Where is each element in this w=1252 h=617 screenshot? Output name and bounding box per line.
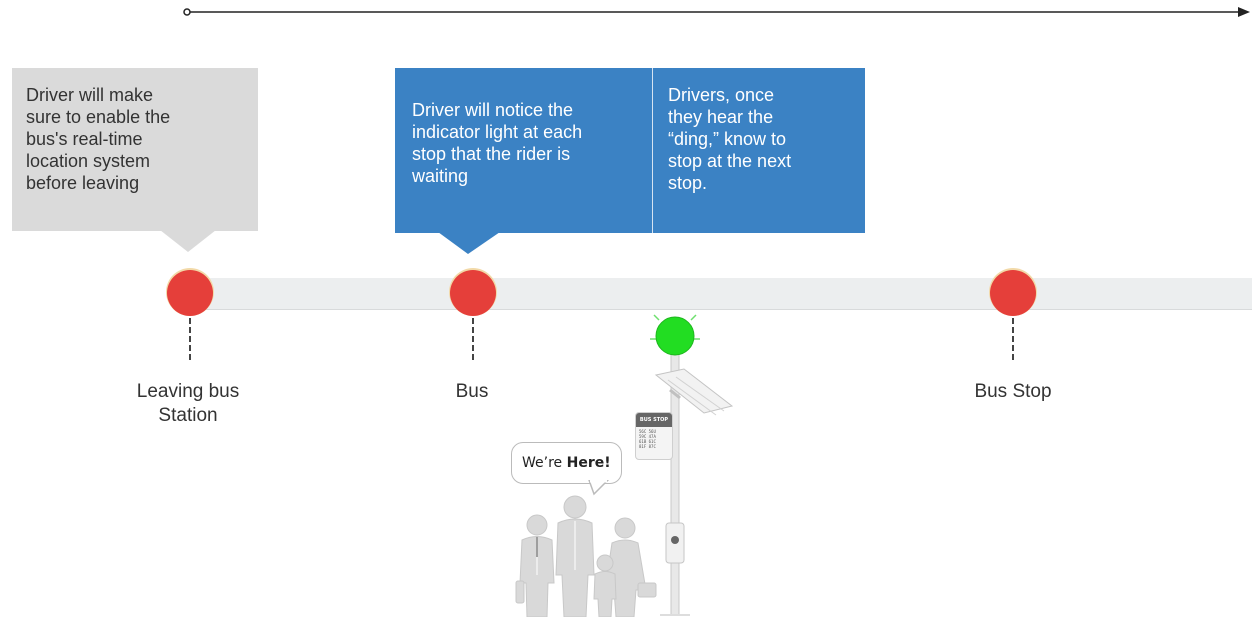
- speech-bubble-tail: [588, 480, 612, 496]
- stop-dot-bus: [450, 270, 496, 316]
- stop-dot-bus-stop: [990, 270, 1036, 316]
- tick-bus-stop: [1012, 318, 1014, 360]
- callout-driver-ding-text: Drivers, once they hear the “ding,” know…: [668, 84, 858, 194]
- callout-driver-notice-text: Driver will notice the indicator light a…: [412, 99, 647, 187]
- timeline-arrow: [0, 0, 1252, 30]
- stop-label-leaving-station: Leaving bus Station: [108, 380, 268, 428]
- speech-prefix: We’re: [522, 455, 567, 471]
- callout-driver-station-pointer: [160, 230, 220, 254]
- bus-stop-sign-title: BUS STOP: [636, 413, 672, 427]
- indicator-light-icon: [656, 317, 694, 355]
- rider-family-icon: [510, 495, 670, 617]
- tick-bus: [472, 318, 474, 360]
- stop-label-bus: Bus: [392, 380, 552, 404]
- callout-driver-station-text: Driver will make sure to enable the bus'…: [26, 84, 256, 194]
- bus-stop-sign: BUS STOP 56C 56U 59C 47A 61B 61C 81F 87C: [635, 412, 673, 460]
- stop-dot-leaving-station: [167, 270, 213, 316]
- speech-emphasis: Here!: [567, 455, 611, 471]
- call-button-icon: [671, 536, 679, 544]
- sign-route-line: 81F 87C: [639, 444, 669, 449]
- tick-leaving-station: [189, 318, 191, 360]
- solar-panel-icon: [656, 369, 732, 413]
- stop-label-bus-stop: Bus Stop: [933, 380, 1093, 404]
- callout-driver-blue-pointer: [438, 232, 502, 256]
- speech-bubble: We’re Here!: [511, 442, 622, 484]
- callout-divider: [652, 68, 653, 233]
